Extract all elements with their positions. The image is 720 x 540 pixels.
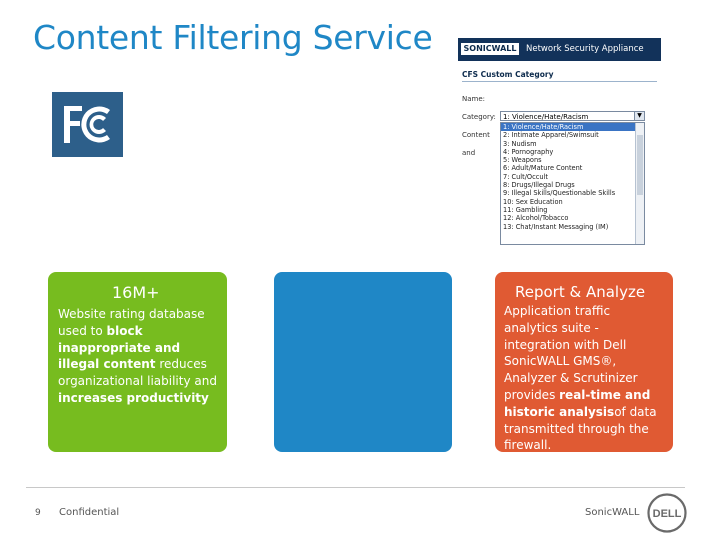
- svg-text:DELL: DELL: [653, 508, 682, 520]
- category-option[interactable]: 4: Pornography: [503, 147, 554, 156]
- category-option[interactable]: 2: Intimate Apparel/Swimsuit: [503, 131, 599, 140]
- screenshot-header: SONICWALL Network Security Appliance: [458, 38, 661, 61]
- chevron-down-icon[interactable]: ▼: [634, 112, 644, 120]
- heading-divider: [462, 81, 657, 82]
- cfs-screenshot: SONICWALL Network Security Appliance CFS…: [458, 38, 661, 245]
- product-name: Network Security Appliance: [526, 44, 644, 54]
- category-option[interactable]: 5: Weapons: [503, 156, 542, 165]
- dell-logo: DELL: [647, 493, 687, 533]
- report-card: [495, 272, 673, 452]
- database-card-body: Website rating database used to block in…: [58, 306, 223, 407]
- content-sub-label: and: [462, 149, 476, 157]
- confidential-label: Confidential: [59, 507, 120, 518]
- body-text-segment: Application traffic analytics suite - in…: [504, 304, 638, 402]
- category-option[interactable]: 8: Drugs/Illegal Drugs: [503, 181, 575, 190]
- sonicwall-footer-label: SonicWALL: [585, 507, 640, 518]
- report-card-heading: Report & Analyze: [515, 283, 646, 301]
- database-card-heading: 16M+: [112, 283, 160, 302]
- page-number: 9: [35, 508, 41, 518]
- category-option[interactable]: 6: Adult/Mature Content: [503, 164, 583, 173]
- fcc-logo-mark: [64, 106, 110, 143]
- category-option[interactable]: 11: Gambling: [503, 205, 548, 214]
- database-card: [48, 272, 227, 452]
- category-select[interactable]: 1: Violence/Hate/Racism ▼: [500, 111, 645, 121]
- body-text-segment: reduces organizational liability and: [58, 357, 217, 389]
- sonicwall-logo: SONICWALL: [461, 43, 519, 55]
- category-option[interactable]: 9: Illegal Skills/Questionable Skills: [503, 189, 616, 198]
- category-select-value: 1: Violence/Hate/Racism: [503, 113, 589, 121]
- name-label: Name:: [462, 95, 486, 103]
- category-option[interactable]: 1: Violence/Hate/Racism: [501, 123, 644, 132]
- report-card-body: Application traffic analytics suite - in…: [504, 303, 664, 454]
- body-text-segment: real-time and historic analysis: [504, 387, 651, 419]
- body-text-segment: increases productivity: [58, 390, 209, 405]
- blank-card: [274, 272, 452, 452]
- screenshot-heading: CFS Custom Category: [462, 70, 554, 79]
- category-label: Category:: [462, 113, 496, 121]
- body-text-segment: of data transmitted through the firewall…: [504, 404, 657, 453]
- category-option[interactable]: 12: Alcohol/Tobacco: [503, 214, 569, 223]
- dropdown-scrollbar[interactable]: [635, 123, 644, 244]
- slide-title: Content Filtering Service: [33, 18, 433, 57]
- category-option[interactable]: 10: Sex Education: [503, 197, 563, 206]
- footer-divider: [26, 487, 685, 488]
- category-option[interactable]: 7: Cult/Occult: [503, 172, 548, 181]
- fcc-logo: [52, 92, 123, 157]
- body-text-segment: Website rating database used to: [58, 307, 205, 338]
- scrollbar-thumb[interactable]: [637, 135, 643, 195]
- body-text-segment: block inappropriate and illegal content: [58, 323, 181, 372]
- content-label: Content: [462, 131, 490, 139]
- dell-logo-mark: DELL: [647, 493, 687, 533]
- category-option[interactable]: 13: Chat/Instant Messaging (IM): [503, 222, 609, 231]
- category-option[interactable]: 3: Nudism: [503, 139, 537, 148]
